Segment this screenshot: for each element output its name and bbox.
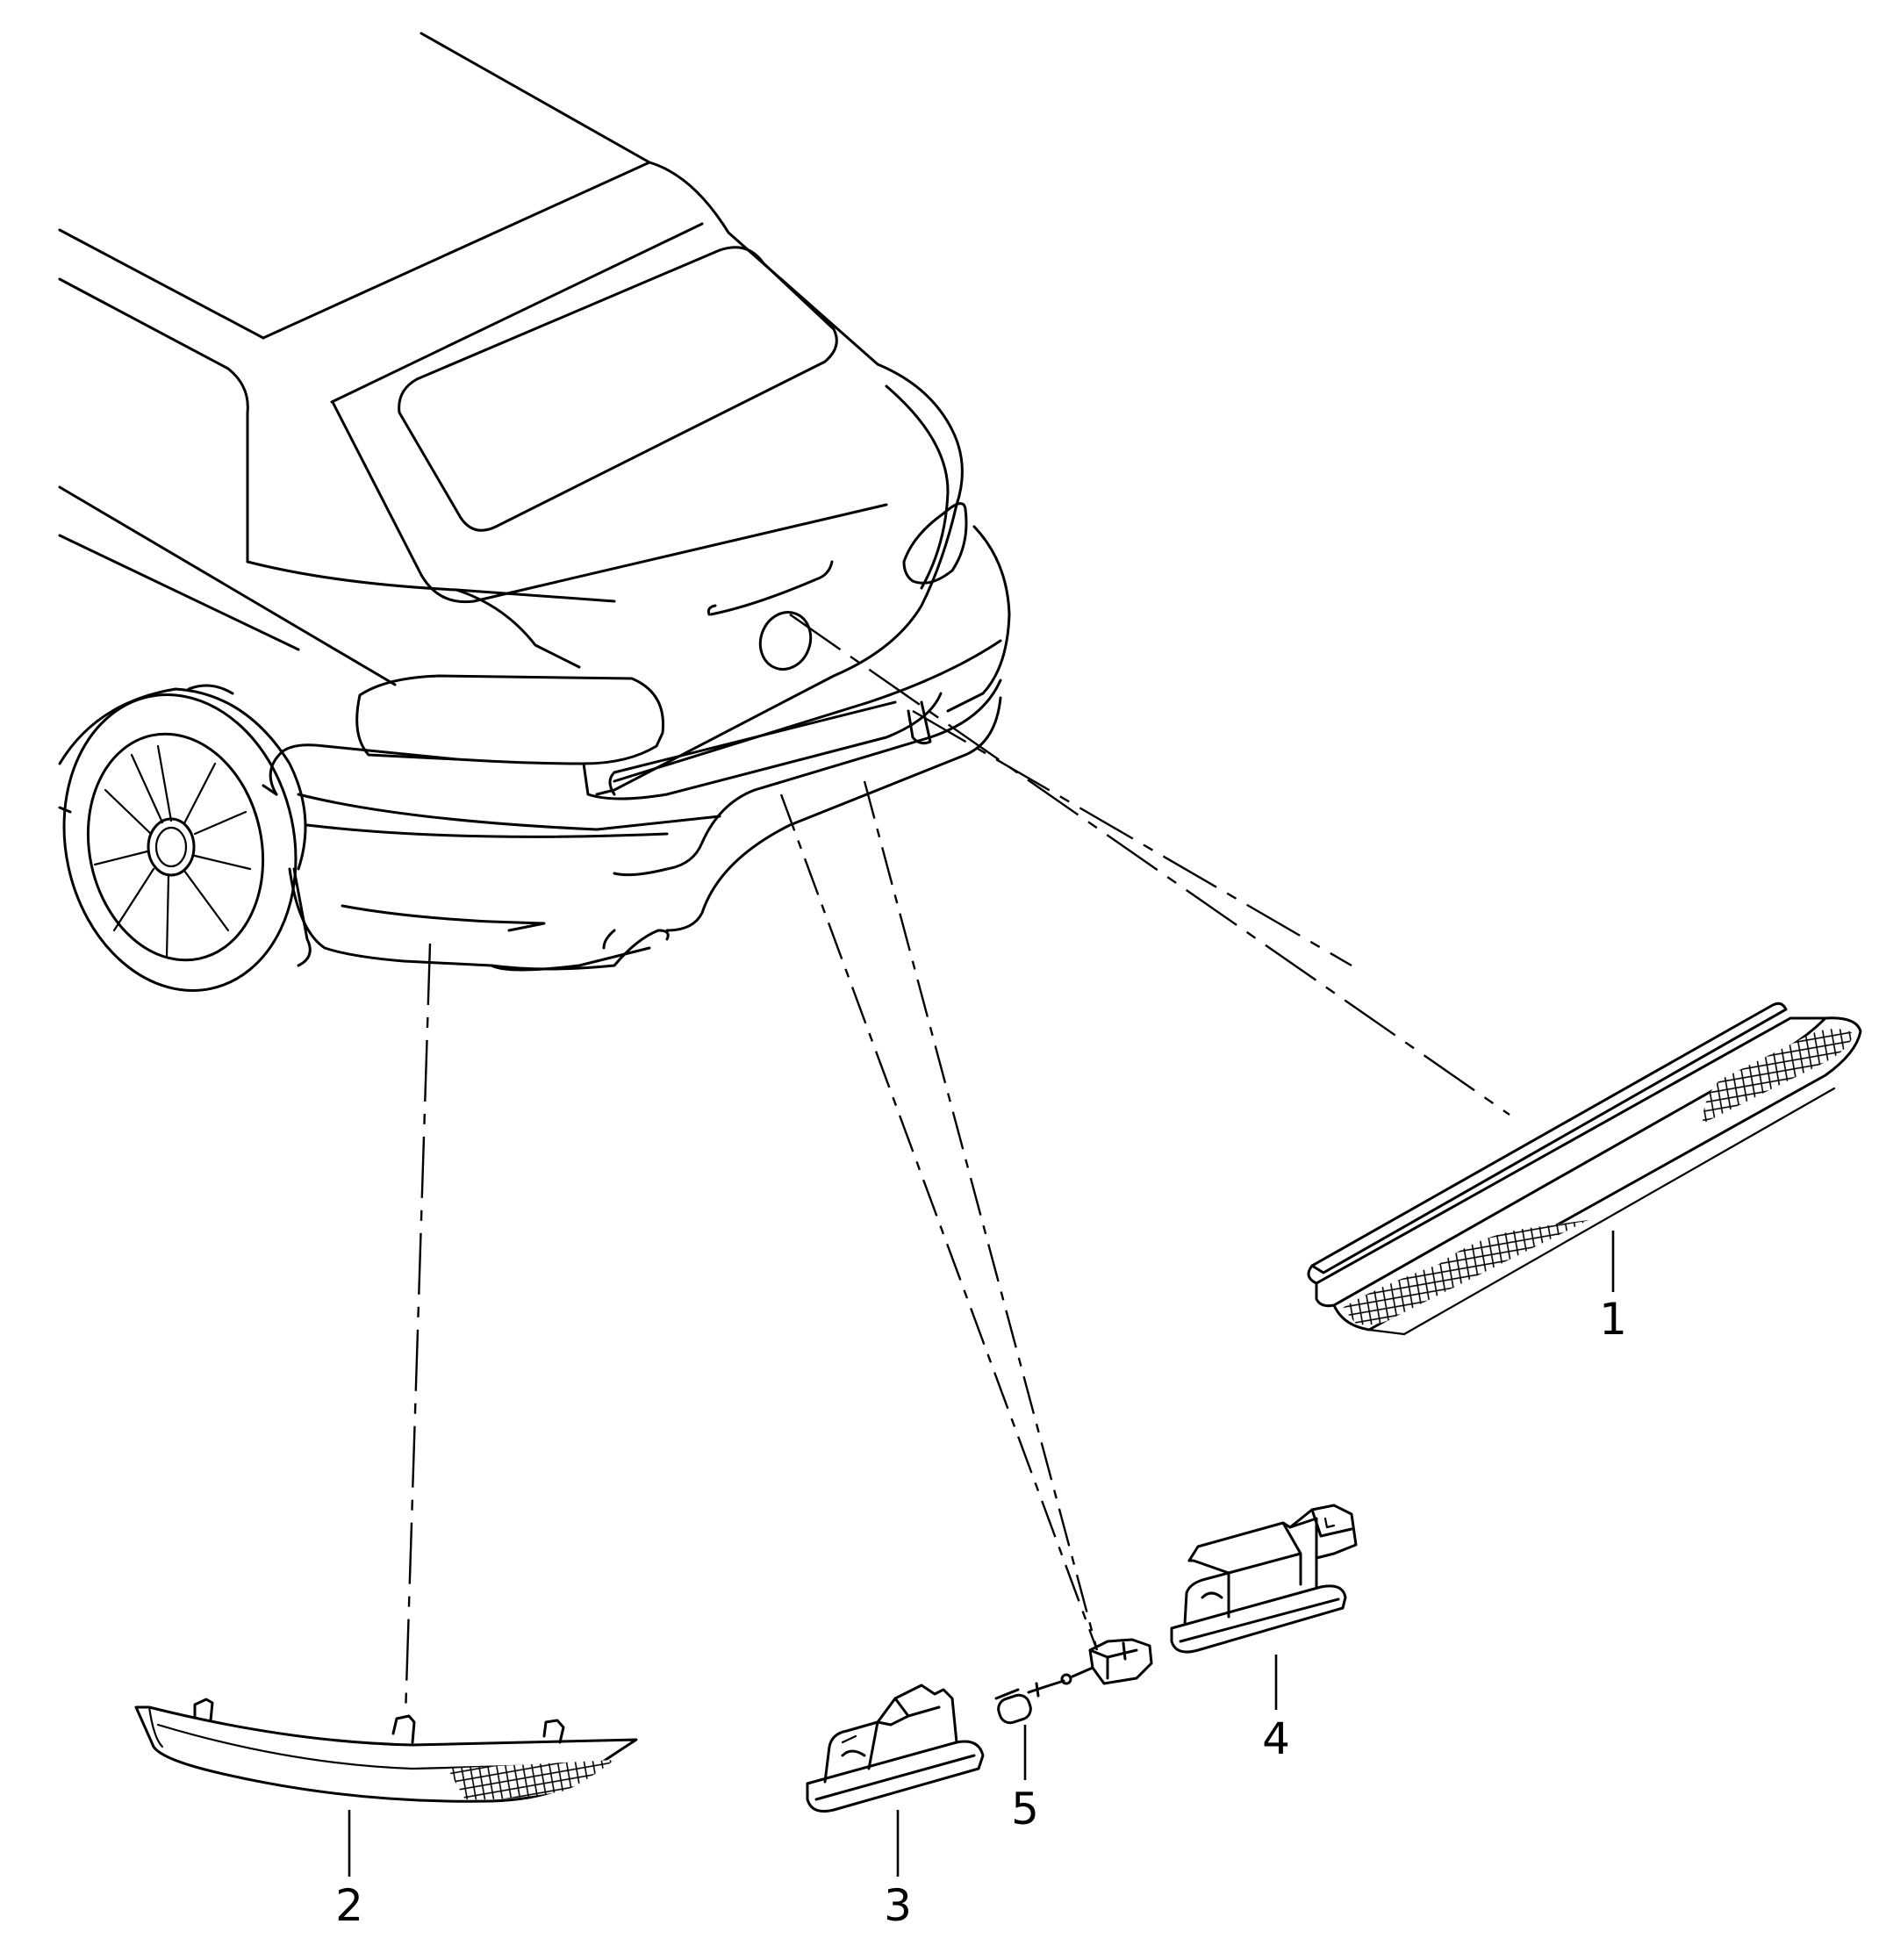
part-1-brake-light xyxy=(1307,1002,1862,1336)
leader-part-1b xyxy=(912,709,1352,967)
callout-1: 1 xyxy=(1599,1294,1627,1345)
leader-part-1 xyxy=(789,614,1510,1116)
part-2-reflector xyxy=(134,1698,638,1803)
callout-5: 5 xyxy=(1011,1784,1039,1834)
leader-part-2 xyxy=(404,943,432,1717)
leader-lines xyxy=(404,614,1510,1717)
callout-4: 4 xyxy=(1262,1713,1290,1764)
part-5-bulb xyxy=(994,1638,1153,1725)
callout-2: 2 xyxy=(335,1880,363,1931)
leader-part-3 xyxy=(779,793,1099,1651)
callout-3: 3 xyxy=(884,1880,912,1931)
leader-part-4 xyxy=(863,780,1099,1651)
part-3-plate-light xyxy=(806,1684,985,1813)
car-rear-view xyxy=(58,32,1011,992)
part-4-plate-light xyxy=(1170,1504,1358,1654)
